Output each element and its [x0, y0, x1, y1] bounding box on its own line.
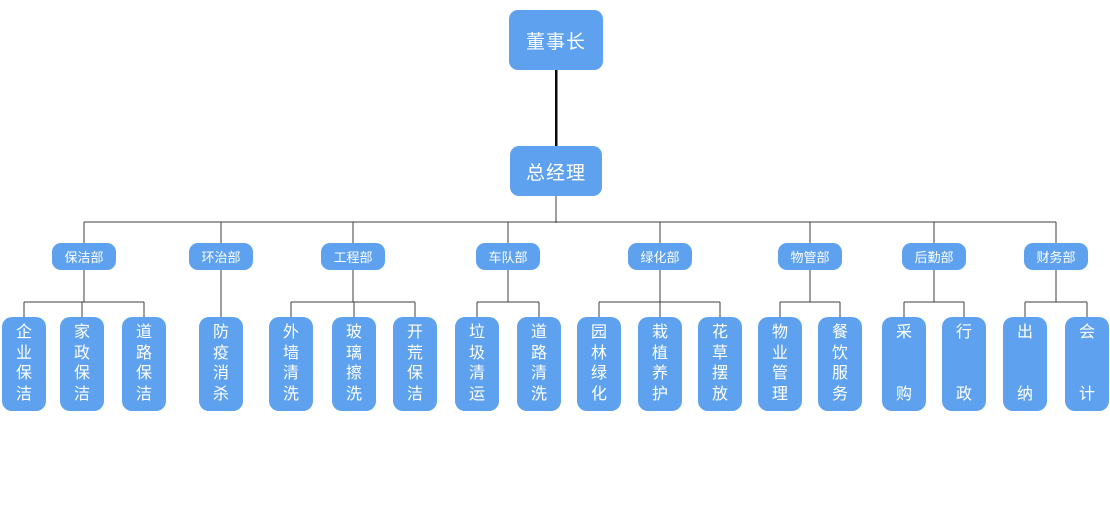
- org-node-leaf: 出纳: [1003, 317, 1047, 411]
- org-node-leaf: 行政: [942, 317, 986, 411]
- org-node-leaf: 栽植养护: [638, 317, 682, 411]
- org-node-leaf: 餐饮服务: [818, 317, 862, 411]
- org-node-leaf: 道路保洁: [122, 317, 166, 411]
- org-node-dept-wuguan: 物管部: [778, 243, 842, 270]
- org-node-leaf: 花草摆放: [698, 317, 742, 411]
- org-node-leaf: 采购: [882, 317, 926, 411]
- org-node-dept-baojie: 保洁部: [52, 243, 116, 270]
- org-node-leaf: 道路清洗: [517, 317, 561, 411]
- org-node-leaf: 防疫消杀: [199, 317, 243, 411]
- org-node-dept-caiwu: 财务部: [1024, 243, 1088, 270]
- org-node-dept-houqin: 后勤部: [902, 243, 966, 270]
- org-node-leaf: 玻璃擦洗: [332, 317, 376, 411]
- org-node-leaf: 物业管理: [758, 317, 802, 411]
- org-node-dept-huanzhi: 环治部: [189, 243, 253, 270]
- org-node-leaf: 垃圾清运: [455, 317, 499, 411]
- org-node-dept-lvhua: 绿化部: [628, 243, 692, 270]
- org-node-chairman: 董事长: [509, 10, 603, 70]
- org-node-leaf: 园林绿化: [577, 317, 621, 411]
- org-node-general-manager: 总经理: [510, 146, 602, 196]
- org-node-leaf: 开荒保洁: [393, 317, 437, 411]
- org-node-leaf: 会计: [1065, 317, 1109, 411]
- org-node-leaf: 外墙清洗: [269, 317, 313, 411]
- org-node-dept-gongcheng: 工程部: [321, 243, 385, 270]
- org-node-leaf: 家政保洁: [60, 317, 104, 411]
- org-node-leaf: 企业保洁: [2, 317, 46, 411]
- org-node-dept-chedui: 车队部: [476, 243, 540, 270]
